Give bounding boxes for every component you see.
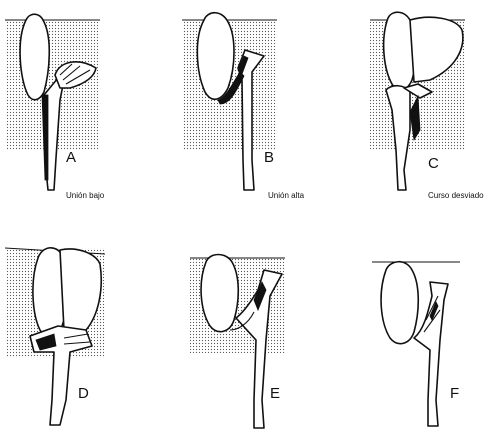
panel-a-caption: Unión bajo [66,191,105,200]
panel-f: F [372,262,460,426]
panel-d-letter: D [78,385,89,402]
panel-b-gallbladder [197,13,234,100]
panel-c-caption: Curso desviado [428,191,484,200]
panel-f-common-duct [414,282,448,426]
panel-a: A Unión bajo [5,14,105,200]
panel-f-letter: F [450,385,459,402]
panel-a-gallbladder [20,14,49,99]
panel-c: C Curso desviado [370,12,484,200]
panel-e-letter: E [270,385,280,402]
panel-c-letter: C [428,155,439,172]
panel-b: B Unión alta [182,13,305,200]
panel-f-gallbladder [381,262,418,344]
panel-e: E [190,255,285,429]
panel-b-letter: B [264,149,274,166]
panel-e-gallbladder [201,255,238,332]
panel-a-letter: A [66,149,76,166]
panel-d: D [5,248,105,425]
panel-b-caption: Unión alta [268,191,305,200]
